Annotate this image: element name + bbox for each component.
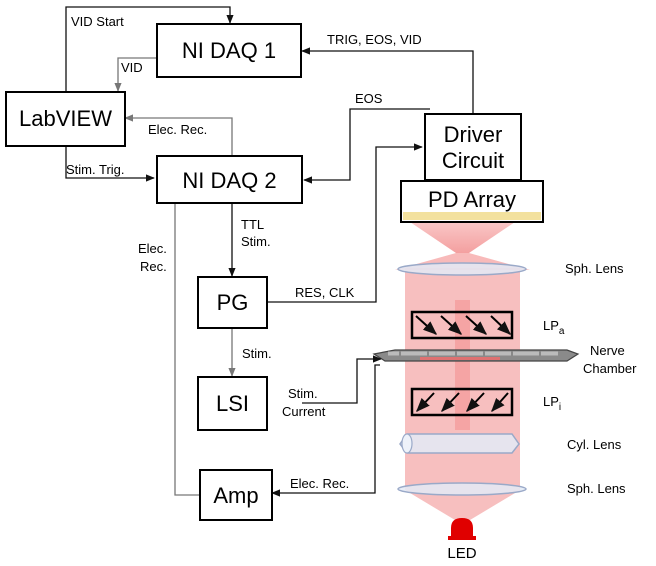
linear-polarizer-i [410, 387, 514, 417]
ttl-label-line2: Stim. [241, 234, 271, 249]
beam-led-cone [405, 490, 520, 520]
lsi-label: LSI [216, 391, 249, 416]
eos-label: EOS [355, 91, 383, 106]
sph-lens-bottom [397, 482, 527, 496]
vid-start-label: VID Start [71, 14, 124, 29]
led-icon [448, 518, 476, 540]
beam-upper-cone [410, 222, 515, 253]
stim-pg-label: Stim. [242, 346, 272, 361]
wires-dark [65, 6, 474, 497]
labview-block: LabVIEW [5, 91, 126, 147]
pg-block: PG [197, 276, 268, 329]
wires-gray [114, 57, 236, 496]
optics-labels: Sph. Lens LPa Nerve Chamber LPi Cyl. Len… [447, 261, 637, 562]
driver-label-line2: Circuit [442, 148, 504, 173]
linear-polarizer-a [410, 310, 514, 340]
elec-rec-left-line1: Elec. [138, 241, 167, 256]
trig-eos-vid-label: TRIG, EOS, VID [327, 32, 422, 47]
cyl-lens [399, 433, 520, 454]
stim-trig-label: Stim. Trig. [66, 162, 125, 177]
ni-daq-1-block: NI DAQ 1 [156, 23, 302, 78]
elec-rec-left-line2: Rec. [140, 259, 167, 274]
signal-labels: VID Start VID TRIG, EOS, VID EOS Elec. R… [66, 14, 422, 491]
lsi-block: LSI [197, 376, 268, 431]
amp-label: Amp [213, 483, 258, 508]
pd-array-block: PD Array [400, 180, 544, 223]
daq1-label: NI DAQ 1 [182, 38, 276, 63]
pd-array-detector-strip [403, 212, 541, 220]
lp-a-label: LPa [543, 318, 565, 337]
res-clk-label: RES, CLK [295, 285, 355, 300]
pg-label: PG [217, 290, 249, 315]
ni-daq-2-block: NI DAQ 2 [156, 155, 303, 204]
ttl-label-line1: TTL [241, 217, 264, 232]
driver-circuit-block: Driver Circuit [424, 113, 522, 181]
elec-rec-amp-label: Elec. Rec. [290, 476, 349, 491]
cyl-lens-label: Cyl. Lens [567, 437, 622, 452]
sph-lens-top-label: Sph. Lens [565, 261, 624, 276]
nerve-label-line2: Chamber [583, 361, 637, 376]
labview-label: LabVIEW [19, 106, 112, 131]
nerve-label-line1: Nerve [590, 343, 625, 358]
sph-lens-top [397, 262, 527, 276]
pd-array-label: PD Array [428, 187, 516, 212]
nerve-chamber [372, 349, 580, 362]
amp-block: Amp [199, 469, 273, 521]
led-label: LED [447, 545, 476, 562]
sph-lens-bottom-label: Sph. Lens [567, 481, 626, 496]
stim-current-line2: Current [282, 404, 326, 419]
daq2-label: NI DAQ 2 [182, 168, 276, 193]
vid-label: VID [121, 60, 143, 75]
stim-current-line1: Stim. [288, 386, 318, 401]
driver-label-line1: Driver [444, 122, 503, 147]
lp-i-label: LPi [543, 394, 561, 413]
elec-rec-top-label: Elec. Rec. [148, 122, 207, 137]
